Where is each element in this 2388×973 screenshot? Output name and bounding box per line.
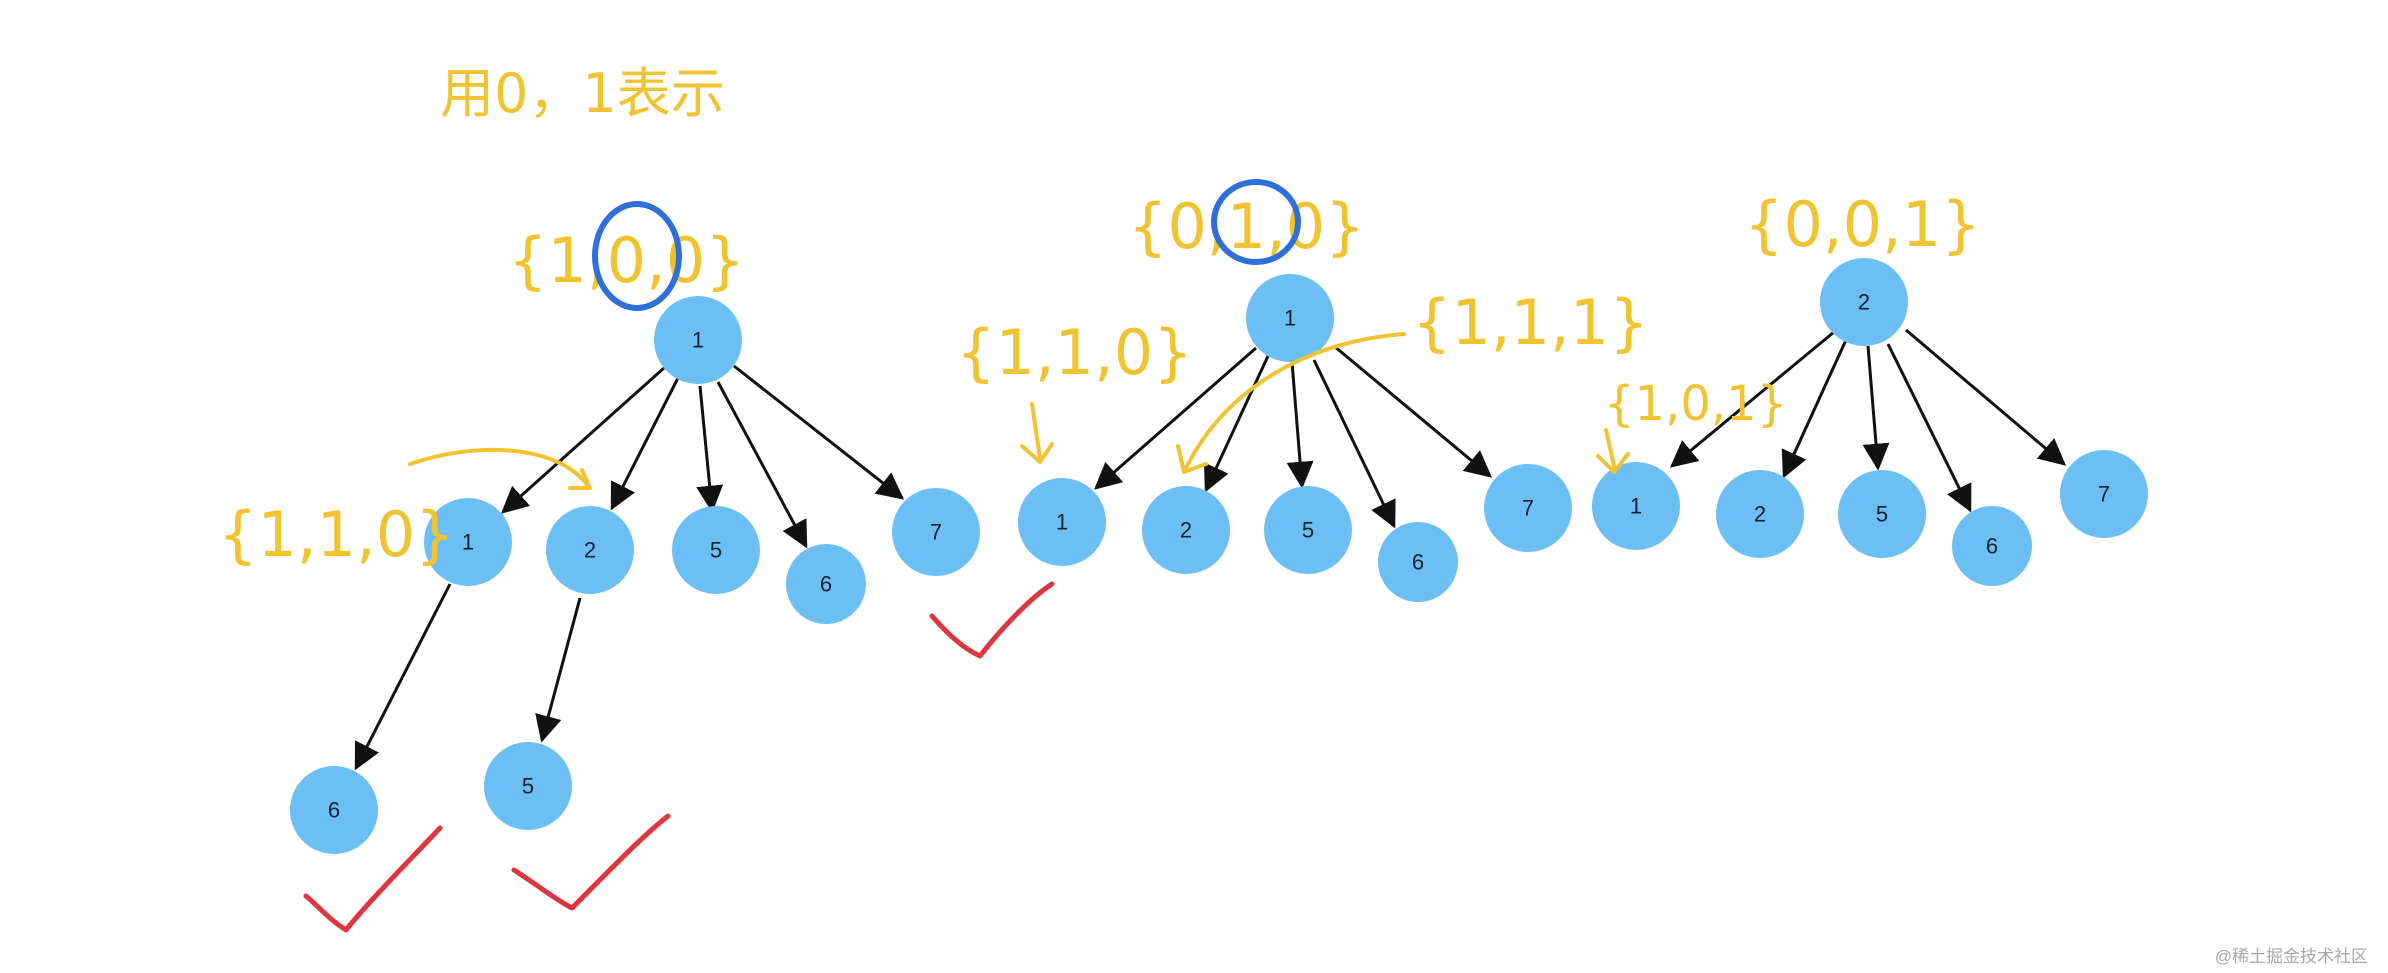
node-grandchild: 5 [484,742,572,830]
tree-1: {1,0,0} 1 1 2 5 6 7 6 [218,201,980,933]
root-state-annotation: {1,0,0} [508,224,745,297]
annotation-arrow [1604,428,1616,468]
edge [696,385,724,513]
child-state-annotation: {1,1,1} [1412,286,1649,359]
watermark: @稀土掘金技术社区 [2214,947,2368,966]
node-child: 2 [1142,486,1230,574]
check-mark [511,813,671,911]
edge [1203,355,1270,493]
edge [1886,343,1972,513]
node-label: 7 [2098,482,2110,507]
root-state-annotation: {0,1,0} [1128,190,1365,263]
annotation-arrow-head [1176,444,1208,474]
highlight-circle [1211,179,1301,265]
edge [1312,359,1396,529]
child-state-annotation: {1,0,1} [1604,376,1787,432]
annotation-arrow [408,447,590,488]
edge [1905,328,2067,466]
annotation-arrow [1030,402,1042,460]
node-label: 6 [328,798,340,823]
node-label: 5 [710,538,722,563]
node-child: 7 [1484,464,1572,552]
node-child: 1 [1592,462,1680,550]
node-label: 1 [1630,494,1642,519]
node-child: 5 [1838,470,1926,558]
annotation-arrow [1184,332,1406,470]
child-state-annotation: {1,1,0} [956,316,1193,389]
edge [1286,361,1314,489]
annotation-arrow-head [1596,452,1630,474]
node-child: 5 [1264,486,1352,574]
check-mark [303,825,443,933]
node-label: 1 [462,530,474,555]
annotation-arrow-head [568,468,592,490]
node-child: 2 [546,506,634,594]
child-state-annotation: {1,1,0} [218,498,455,571]
annotation-arrow-head [1020,442,1054,464]
edge [610,373,682,511]
node-label: 5 [522,774,534,799]
edge [1669,330,1835,468]
node-label: 6 [820,572,832,597]
heading-note: 用0，1表示 [440,62,725,125]
check-mark [929,581,1055,659]
edge [500,366,665,514]
node-child: 2 [1716,470,1804,558]
edge [1333,344,1493,478]
node-label: 5 [1876,502,1888,527]
node-child: 6 [786,544,866,624]
node-child: 7 [2060,450,2148,538]
node-label: 1 [1056,510,1068,535]
tree-2: {0,1,0} 1 1 2 5 6 7 {1,1,0} {1,1,1} [929,179,1649,659]
root-state-annotation: {0,0,1} [1744,188,1981,261]
node-child: 6 [1952,506,2032,586]
highlight-circle [592,201,682,311]
node-grandchild: 6 [290,766,378,854]
edge [535,597,582,743]
node-label: 2 [1754,502,1766,527]
node-root: 1 [654,296,742,384]
node-label: 1 [692,328,704,353]
tree-3: {0,0,1} 2 1 2 5 6 7 {1,0,1} [1592,188,2148,586]
node-label: 7 [1522,496,1534,521]
node-root: 2 [1820,258,1908,346]
node-child: 5 [672,506,760,594]
node-child: 7 [892,488,980,576]
node-label: 5 [1302,518,1314,543]
node-label: 2 [1180,518,1192,543]
edge [354,583,452,771]
node-label: 7 [930,520,942,545]
edge [733,364,905,500]
node-child: 1 [424,498,512,586]
node-label: 2 [1858,290,1870,315]
node-child: 6 [1378,522,1458,602]
node-root: 1 [1246,274,1334,362]
edge [1093,346,1257,490]
node-label: 2 [584,538,596,563]
node-label: 6 [1412,550,1424,575]
node-label: 6 [1986,534,1998,559]
edge [716,381,808,549]
node-label: 1 [1284,306,1296,331]
edge [1862,345,1890,471]
node-child: 1 [1018,478,1106,566]
edge [1781,339,1848,479]
